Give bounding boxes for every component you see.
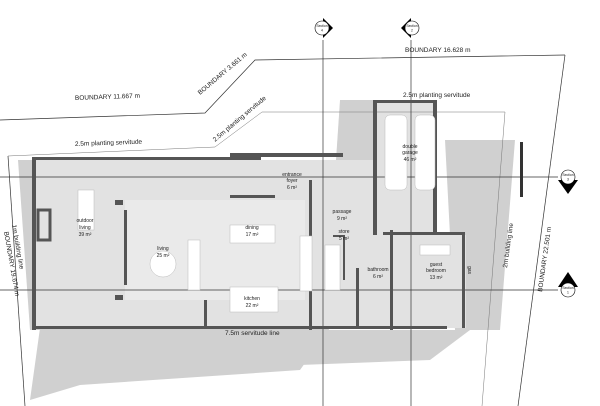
bed-headboard [419,244,451,256]
car-2 [414,114,436,191]
boundary-diagonal-label: BOUNDARY 3.661 m [197,51,249,96]
boundary-top-left-label: BOUNDARY 11.667 m [75,93,140,102]
stairs [324,244,341,291]
svg-text:17 m²: 17 m² [246,232,259,238]
boundary-top-right-label: BOUNDARY 16.628 m [405,47,471,54]
svg-text:double: double [402,144,417,150]
room-outdoor-living: outdoor living 39 m² [77,218,94,238]
svg-text:living: living [79,225,91,231]
svg-text:dining: dining [245,225,259,231]
servitude-bottom-label: 7.5m servitude line [225,330,280,337]
svg-text:foyer: foyer [286,178,297,184]
svg-text:guest: guest [430,262,443,268]
planting-servitude-diagonal-label: 2.5m planting servitude [212,95,268,144]
gas-label: gas [466,266,472,275]
section-marker-2[interactable]: Section 2 [401,18,420,38]
svg-text:6 m²: 6 m² [287,185,297,191]
svg-text:46 m²: 46 m² [404,157,417,163]
living-rug [149,250,177,278]
section-label: Section [562,286,573,290]
svg-text:entrance: entrance [282,172,302,178]
section-marker-3[interactable]: Section 3 [558,169,578,194]
section-marker-1[interactable]: Section 1 [558,272,578,298]
svg-text:25 m²: 25 m² [157,253,170,259]
room-entrance-foyer: entrance foyer 6 m² [282,172,302,191]
svg-text:store: store [338,229,349,235]
section-number: 2 [411,29,413,33]
car-1 [384,114,408,191]
outdoor-table [77,189,95,231]
section-label: Section [406,24,417,28]
room-kitchen: kitchen 22 m² [244,296,260,309]
dining-table [229,224,276,244]
room-living: living 25 m² [157,246,170,259]
room-guest-bedroom: guest bedroom 13 m² [426,262,446,281]
section-marker-4[interactable]: Section 4 [314,18,333,38]
section-label: Section [316,24,327,28]
svg-text:9 m²: 9 m² [337,216,347,222]
section-number: 3 [567,178,569,182]
counter [299,235,313,292]
room-bathroom: bathroom 6 m² [367,267,388,280]
svg-text:living: living [157,246,169,252]
svg-text:passage: passage [333,209,352,215]
svg-text:39 m²: 39 m² [79,232,92,238]
svg-text:bathroom: bathroom [367,267,388,273]
sofa [187,239,201,291]
svg-text:garage: garage [402,150,418,156]
room-passage: passage 9 m² [333,209,352,222]
section-label: Section [562,173,573,177]
svg-text:6 m²: 6 m² [373,274,383,280]
room-dining: dining 17 m² [245,225,259,238]
svg-text:5 m²: 5 m² [339,236,349,242]
svg-text:bedroom: bedroom [426,268,446,274]
svg-text:kitchen: kitchen [244,296,260,302]
boundary-right-label: BOUNDARY 22.501 m [537,226,553,292]
room-double-garage: double garage 46 m² [402,144,418,163]
section-number: 1 [567,291,569,295]
furniture [77,114,451,313]
room-store: store 5 m² [338,229,349,242]
kitchen-island [229,286,279,313]
planting-servitude-right-label: 2.5m planting servitude [403,92,471,99]
svg-text:22 m²: 22 m² [246,303,259,309]
svg-text:outdoor: outdoor [77,218,94,224]
section-number: 4 [321,29,323,33]
planting-servitude-left-label: 2.5m planting servitude [75,139,143,148]
svg-text:13 m²: 13 m² [430,275,443,281]
